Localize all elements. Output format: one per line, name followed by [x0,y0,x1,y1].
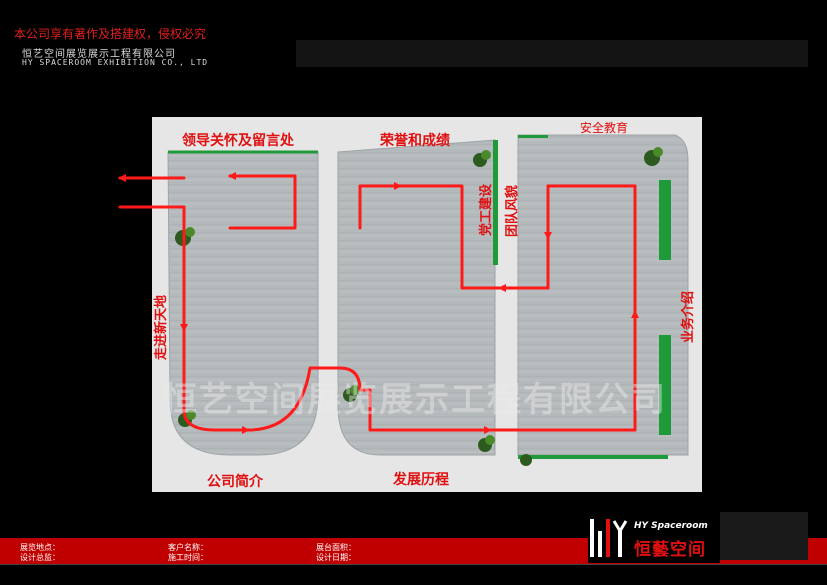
plant-icon [343,385,360,402]
right-booth-floor [517,134,689,456]
zone-label-safety: 安全教育 [580,120,628,135]
company-name-cn: 恒艺空间展览展示工程有限公司 [22,49,176,60]
plant-icon [478,435,495,452]
right-booth-green-bottom [518,455,668,459]
right-booth-panel-1 [659,180,671,260]
right-booth-green-top [518,135,548,138]
zone-label-company: 公司简介 [207,473,264,490]
booth-area-label: 展台面积： [316,543,356,552]
route-arrow [246,366,492,434]
route-arrow [358,182,402,230]
route-arrow [182,328,250,434]
copyright-notice: 本公司享有著作及搭建权，侵权必究 [14,27,207,41]
middle-booth-green-wall [493,140,498,265]
zone-label-leadership: 领导关怀及留言处 [182,132,295,149]
zone-label-party: 党工建设 [478,183,494,236]
designer-label: 设计总监： [20,553,60,562]
logo-en: HY Spaceroom [634,521,708,531]
visitor-route [118,172,639,434]
header-bar [296,40,808,67]
company-name-en: HY SPACEROOM EXHIBITION CO., LTD [22,58,209,67]
right-booth-panel-2 [659,335,671,435]
zone-label-honors: 荣誉和成绩 [379,132,450,149]
logo-cn: 恒藝空间 [634,540,706,560]
logo-mark-icon [590,519,628,557]
logo-side-panel [720,512,808,560]
plant-icon [473,150,491,167]
plant-icon [520,454,532,466]
plant-icon [644,147,663,166]
zone-label-walk: 走进新天地 [153,295,169,360]
company-logo: HY Spaceroom 恒藝空间 [588,511,720,563]
zone-label-team: 团队风貌 [504,185,520,237]
exhibit-site-label: 展览地点： [20,543,60,552]
zone-label-history: 发展历程 [392,471,449,488]
zone-label-business: 业务介绍 [680,291,696,343]
footer-divider [0,564,827,565]
design-date-label: 设计日期： [316,553,356,562]
build-time-label: 施工时间： [168,553,208,562]
client-label: 客户名称： [168,543,208,552]
middle-booth-floor [337,139,496,456]
